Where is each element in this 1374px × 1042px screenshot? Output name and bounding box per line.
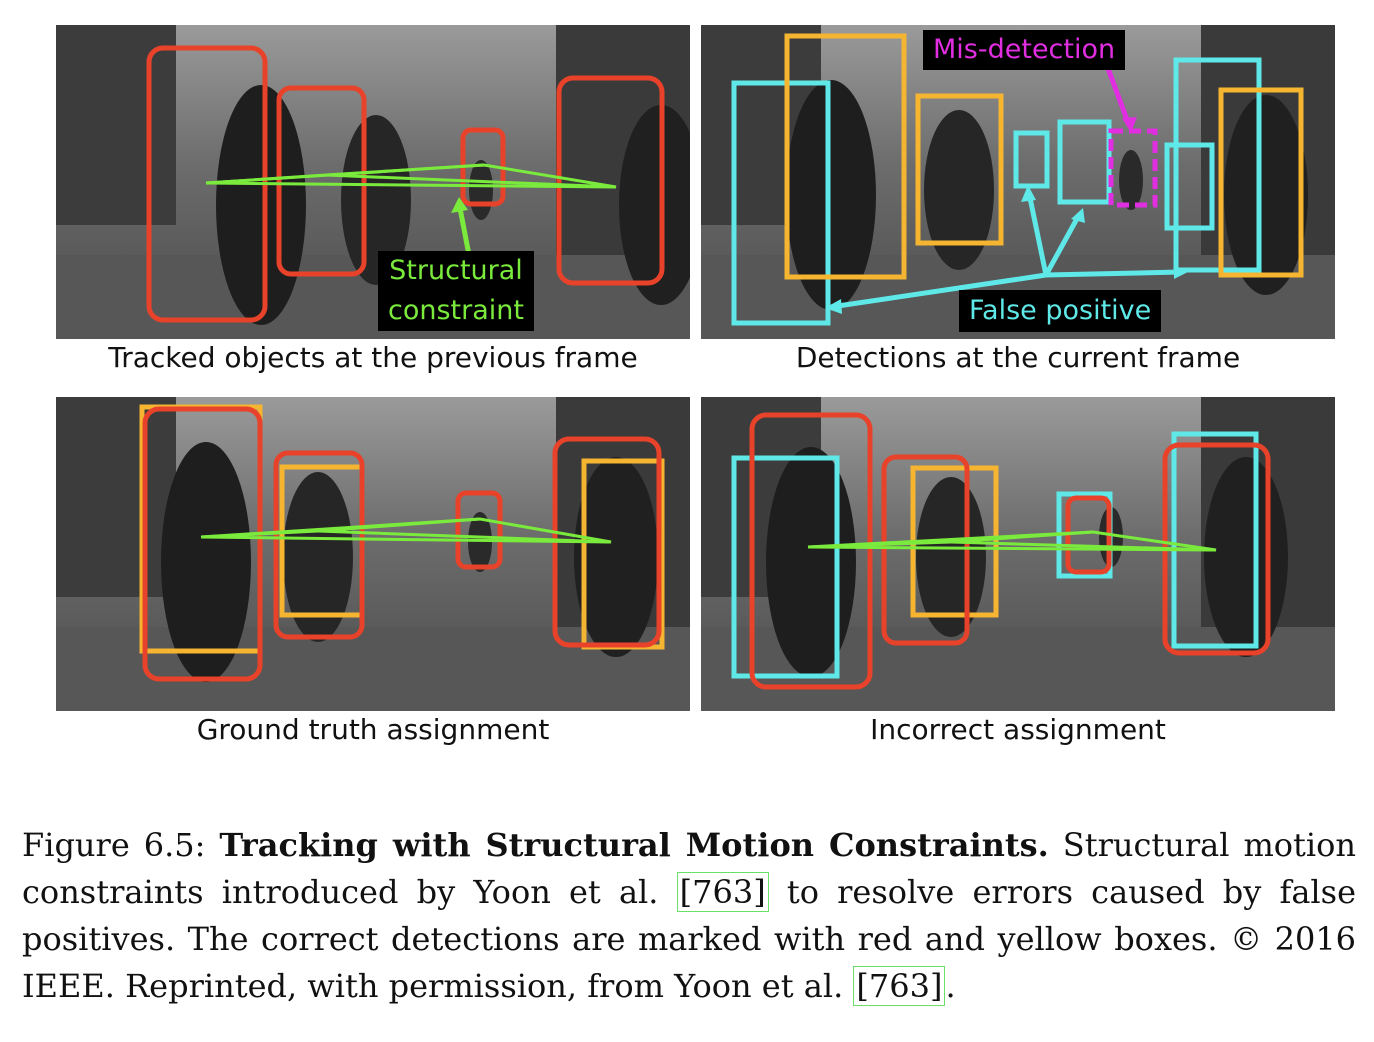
mis-detection-label: Mis-detection [923, 30, 1126, 70]
pedestrian [468, 512, 492, 572]
panel-ground-truth [56, 397, 690, 711]
panel-detections-current-image [701, 25, 1335, 339]
citation-number: 763 [692, 873, 754, 911]
figure-caption: Figure 6.5: Tracking with Structural Mot… [22, 822, 1356, 1010]
cyan-box [1173, 57, 1262, 273]
citation-number: 763 [868, 967, 930, 1005]
caption-text-2: to resolve errors caused by false positi… [22, 873, 1357, 958]
pedestrian [1224, 95, 1308, 295]
arrow-head [451, 197, 468, 213]
cyan-box [1171, 431, 1259, 649]
pedestrian [766, 447, 856, 677]
pedestrian [469, 160, 493, 220]
panel-caption-4: Incorrect assignment [870, 713, 1166, 746]
cyan-box [1013, 130, 1050, 189]
structural-constraint-lines [200, 517, 612, 544]
red-box [276, 85, 367, 277]
panel-detections-current: Mis-detection False positive [701, 25, 1335, 339]
yellow-box [1218, 87, 1304, 278]
panel-ground-truth-image [56, 397, 690, 711]
yellow-box [784, 33, 907, 280]
caption-text-4: . [945, 967, 956, 1005]
pedestrian [619, 105, 690, 305]
pedestrian [341, 115, 411, 285]
red-box [455, 490, 503, 570]
caption-text-3: 2016 IEEE. Reprinted, with permission, f… [22, 920, 1357, 1005]
structural-constraint-line2: constraint [388, 295, 524, 326]
pedestrian [574, 457, 658, 657]
building-left [56, 397, 176, 597]
cyan-box [731, 455, 840, 679]
yellow-box [915, 93, 1004, 246]
panel-incorrect-image [701, 397, 1335, 711]
citation-link[interactable]: [763] [676, 872, 769, 912]
magenta-dashed-box [1108, 128, 1158, 208]
citation-link[interactable]: [763] [853, 966, 946, 1006]
panel-caption-1: Tracked objects at the previous frame [108, 341, 638, 374]
cyan-box [1164, 142, 1215, 231]
cyan-box [731, 80, 831, 326]
structural-constraint-lines [807, 530, 1217, 552]
figure-label: Figure 6.5: [22, 826, 206, 864]
arrow-line [456, 202, 472, 256]
caption-text-1: Structural motion constraints introduced… [22, 826, 1357, 911]
red-box [881, 454, 970, 646]
pedestrian [786, 80, 876, 310]
pedestrian [283, 472, 353, 642]
red-box [556, 75, 665, 286]
panel-incorrect [701, 397, 1335, 711]
red-box [142, 406, 263, 682]
pedestrian [924, 110, 994, 270]
false-positive-arrows [830, 192, 1182, 310]
structural-constraint-lines [205, 163, 617, 189]
copyright-symbol: © [1230, 920, 1263, 958]
structural-constraint-line1: Structural [389, 255, 523, 286]
red-box [273, 450, 365, 640]
mis-detection-arrow-head [1122, 117, 1137, 133]
pedestrian [1119, 150, 1143, 210]
figure-title: Tracking with Structural Motion Constrai… [219, 826, 1049, 864]
panel-tracked-previous: Structural constraint [56, 25, 690, 339]
false-positive-label: False positive [959, 290, 1162, 332]
panel-tracked-previous-image [56, 25, 690, 339]
pedestrian [216, 85, 306, 325]
red-box [749, 412, 873, 690]
structural-constraint-label: Structural constraint [378, 251, 534, 331]
false-positive-arrowheads [825, 185, 1188, 314]
mis-detection-arrow-line [1103, 62, 1132, 126]
pedestrian [1204, 457, 1288, 657]
pedestrian [161, 442, 251, 682]
panel-caption-3: Ground truth assignment [196, 713, 550, 746]
panel-caption-2: Detections at the current frame [795, 341, 1241, 374]
building-left [56, 25, 176, 225]
